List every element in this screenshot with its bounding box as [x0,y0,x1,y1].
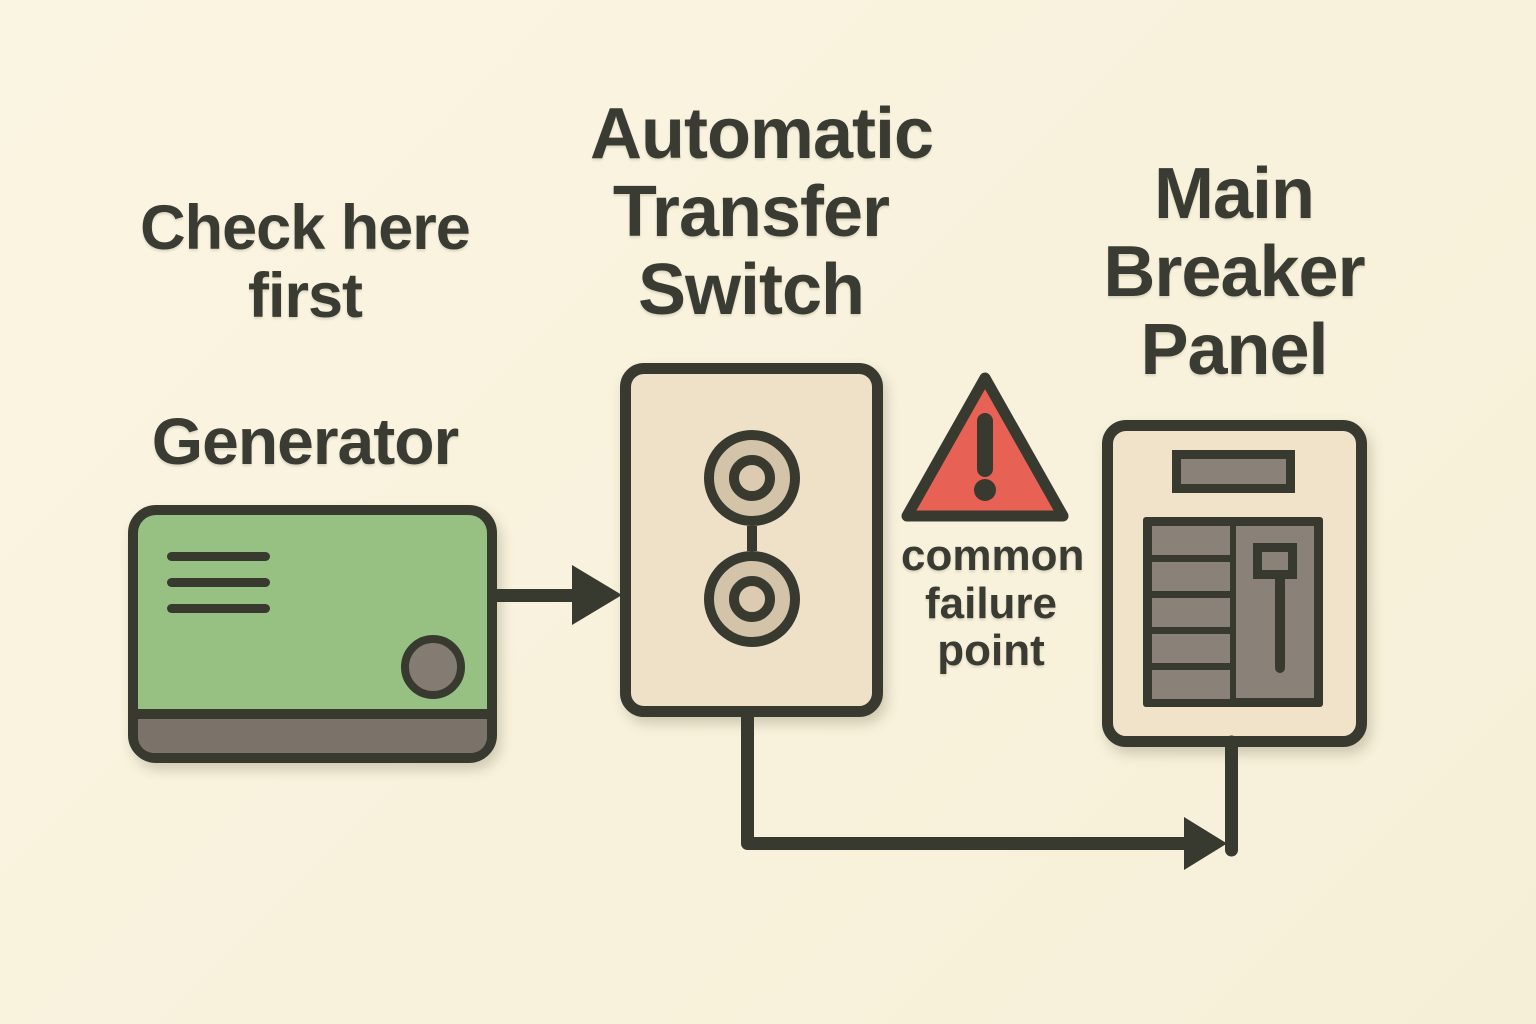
switch-drop-line [741,712,1184,850]
connector-switch-to-panel [741,712,1238,870]
generator-vent-line [167,552,270,561]
breaker-row [1152,526,1230,555]
breaker-panel-icon [1102,420,1367,747]
warning-triangle-icon [901,372,1069,522]
switch-terminal-bottom-icon [704,551,800,647]
main-breaker-switch-stem [1275,576,1285,673]
exclamation-dot [974,479,996,501]
generator-knob-icon [401,635,465,699]
breaker-panel-label: Main Breaker Panel [1103,154,1365,390]
generator-label: Generator [151,404,459,478]
arrowhead-generator-to-switch-icon [572,565,622,625]
generator-icon [128,505,497,763]
generator-vent-line [167,604,270,613]
transfer-switch-label: Automatic Transfer Switch [590,94,934,330]
breaker-row [1152,670,1230,699]
breaker-row [1152,634,1230,663]
main-breaker-column [1236,526,1314,698]
switch-terminal-top-icon [704,430,800,526]
exclamation-bar [977,413,993,477]
arrowhead-switch-to-panel-icon [1184,817,1227,870]
transfer-switch-icon [620,363,883,717]
generator-base-strip [138,709,487,753]
breaker-row [1152,562,1230,591]
terminal-connector-line [747,526,757,551]
main-breaker-switch-icon [1253,543,1297,579]
failure-point-annotation: common failure point [901,531,1085,676]
breaker-grid [1143,517,1323,707]
arrow-generator-to-switch [497,589,577,602]
switch-terminal-inner-ring [729,576,775,622]
check-here-first-annotation: Check here first [140,193,471,332]
generator-vent-line [167,578,270,587]
panel-label-plate [1172,450,1295,493]
switch-terminal-inner-ring [729,455,775,501]
breaker-row [1152,598,1230,627]
